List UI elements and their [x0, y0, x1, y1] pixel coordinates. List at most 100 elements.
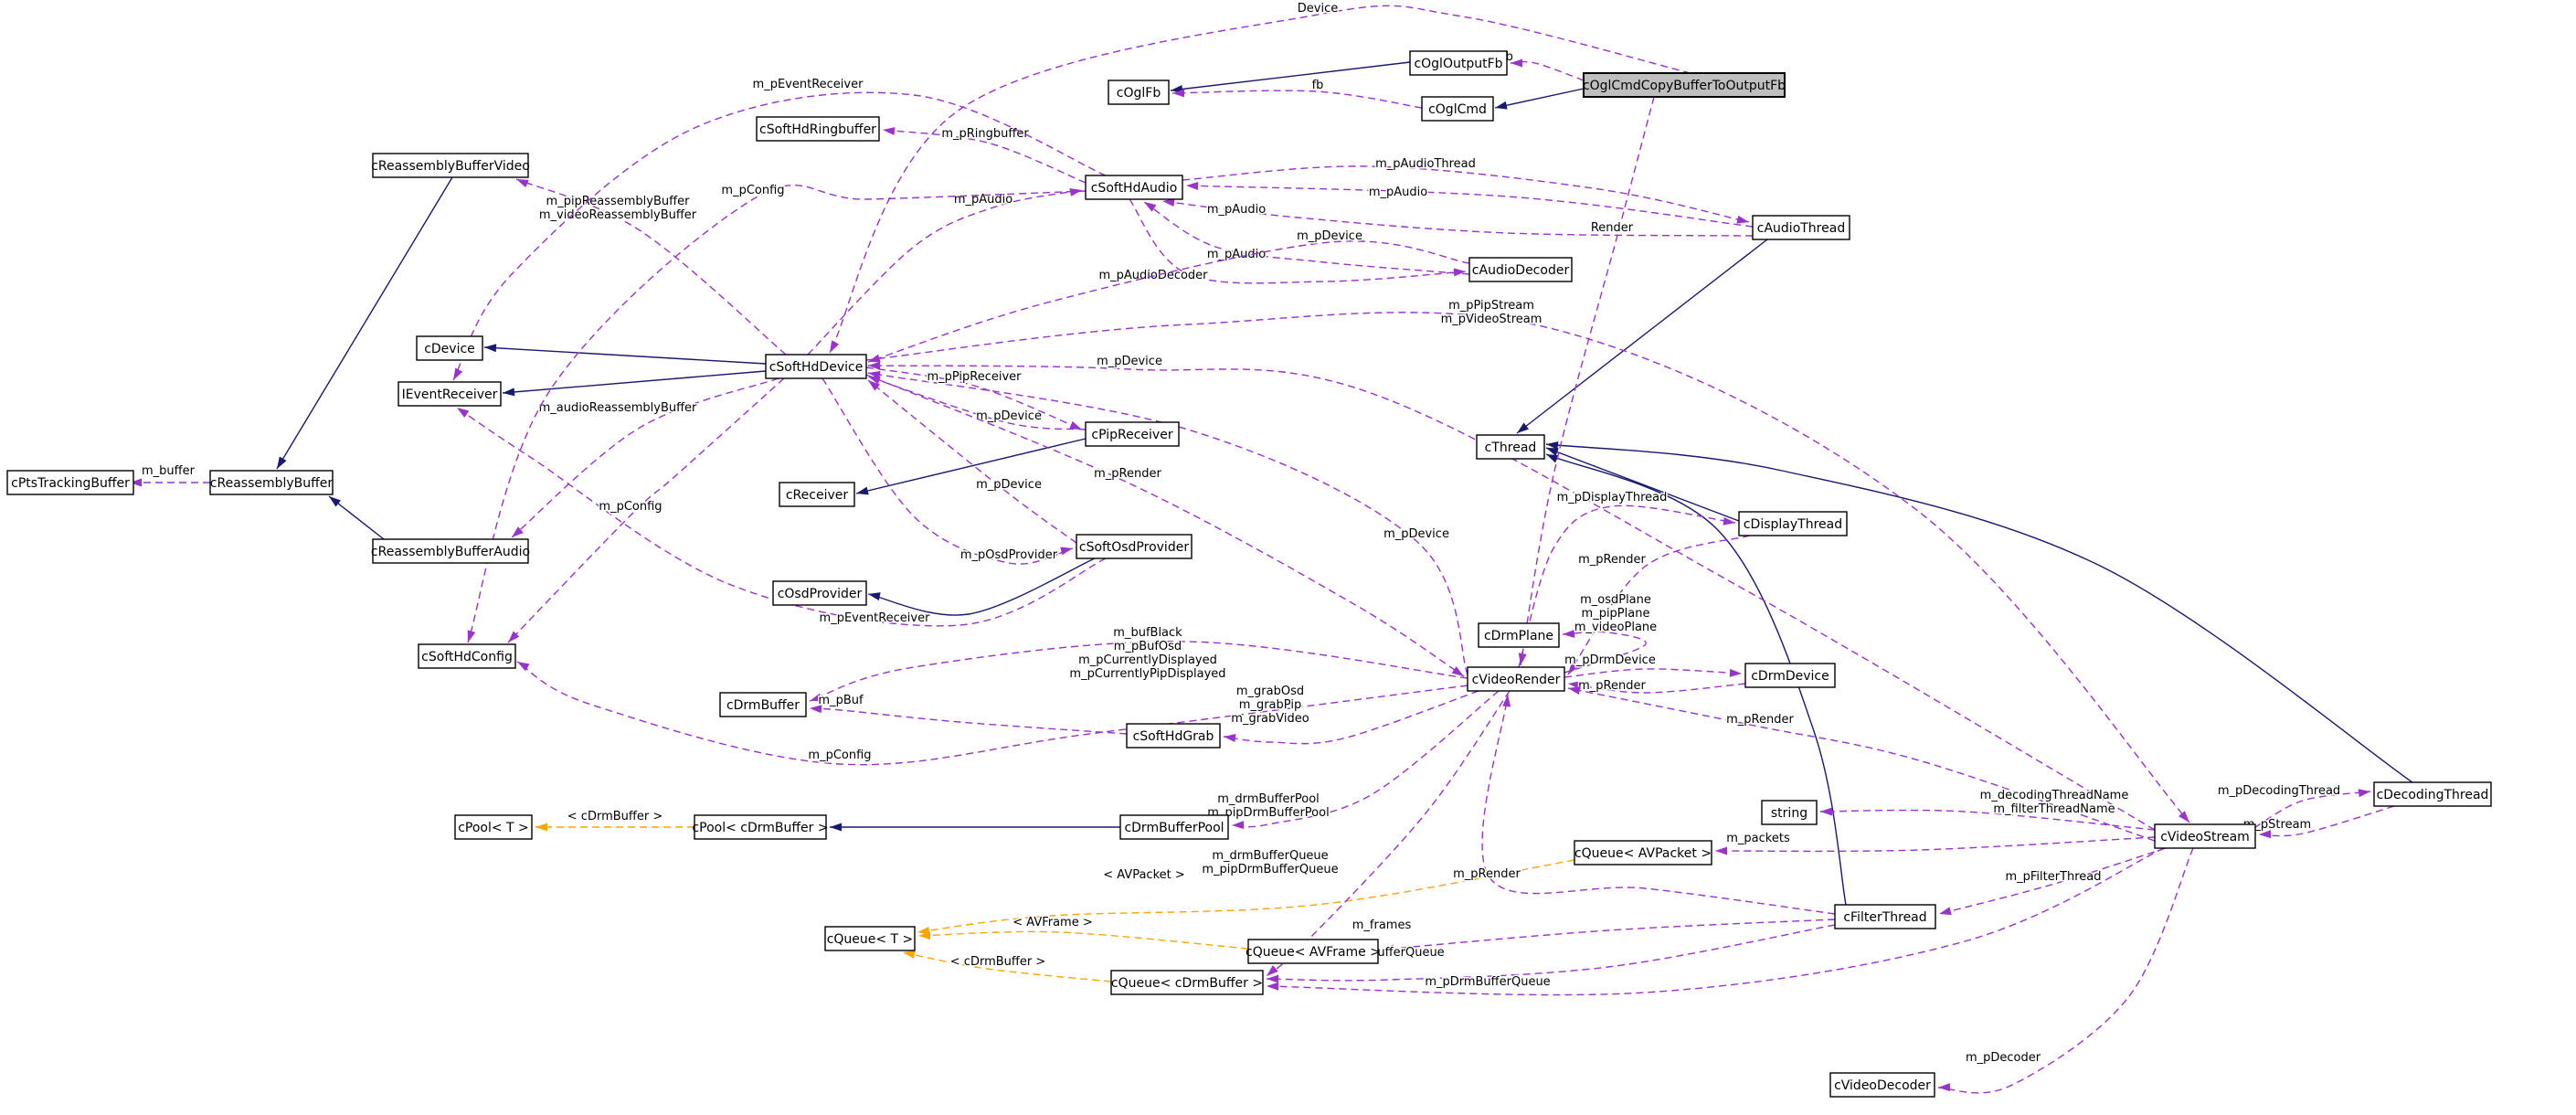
class-box[interactable]: [1744, 663, 1836, 688]
class-node-string[interactable]: string: [1761, 800, 1818, 825]
class-node-cAudioDecoder[interactable]: cAudioDecoder: [1468, 257, 1573, 282]
class-box[interactable]: [209, 470, 334, 495]
class-node-cSoftHdDevice[interactable]: cSoftHdDevice: [765, 354, 867, 379]
class-node-cVideoRender[interactable]: cVideoRender: [1467, 666, 1565, 692]
usage-edge: [456, 407, 1107, 627]
class-name-label: cQueue< T >: [827, 932, 914, 947]
usage-edge: [1714, 836, 2156, 853]
class-box[interactable]: [1468, 257, 1573, 282]
class-node-cSoftHdAudio[interactable]: cSoftHdAudio: [1085, 175, 1183, 200]
selected-class-box[interactable]: [1583, 72, 1786, 98]
class-node-cPipReceiver[interactable]: cPipReceiver: [1085, 421, 1180, 447]
class-box[interactable]: [1761, 800, 1818, 825]
class-node-cReassemblyBuffer[interactable]: cReassemblyBuffer: [209, 470, 334, 495]
class-node-cPoolT[interactable]: cPool< T >: [454, 814, 533, 840]
class-name-label: cReassemblyBufferVideo: [371, 159, 530, 174]
arrowhead-icon: [535, 823, 547, 832]
arrowhead-icon: [1563, 629, 1575, 638]
class-node-IEventReceiver[interactable]: IEventReceiver: [398, 381, 502, 407]
class-box[interactable]: [765, 354, 867, 379]
class-node-cVideoStream[interactable]: cVideoStream: [2154, 823, 2256, 849]
class-box[interactable]: [2373, 781, 2492, 807]
class-node-cSoftHdConfig[interactable]: cSoftHdConfig: [418, 643, 516, 669]
edge-label: m_pFilterThread: [2005, 870, 2101, 884]
class-box[interactable]: [694, 814, 827, 840]
class-box[interactable]: [6, 470, 134, 495]
class-box[interactable]: [416, 335, 483, 361]
edge-label: m_pPipReceiver: [927, 370, 1022, 384]
class-box[interactable]: [1409, 50, 1508, 76]
edge-label: m_pDrmBufferQueue: [1425, 975, 1550, 989]
class-box[interactable]: [1108, 80, 1170, 105]
class-box[interactable]: [372, 538, 529, 564]
class-node-cReassemblyBufferVideo[interactable]: cReassemblyBufferVideo: [371, 153, 530, 178]
class-box[interactable]: [1738, 511, 1848, 536]
class-box[interactable]: [2154, 823, 2256, 849]
class-box[interactable]: [1085, 421, 1180, 447]
class-node-cOglCmdCopyBufferToOutputFb[interactable]: cOglCmdCopyBufferToOutputFb: [1583, 72, 1786, 98]
class-box[interactable]: [1247, 939, 1379, 964]
class-box[interactable]: [1119, 814, 1229, 840]
class-node-cQueuecDrmBuffer[interactable]: cQueue< cDrmBuffer >: [1110, 970, 1264, 995]
class-box[interactable]: [1574, 840, 1712, 865]
class-box[interactable]: [1421, 96, 1494, 122]
class-node-cQueueT[interactable]: cQueue< T >: [824, 926, 916, 951]
usage-edge: [882, 129, 1087, 184]
class-node-cOsdProvider[interactable]: cOsdProvider: [772, 580, 867, 606]
arrowhead-icon: [868, 376, 881, 385]
class-box[interactable]: [1110, 970, 1264, 995]
class-node-cDrmBufferPool[interactable]: cDrmBufferPool: [1119, 814, 1229, 840]
class-box[interactable]: [719, 692, 807, 717]
class-node-cPtsTrackingBuffer[interactable]: cPtsTrackingBuffer: [6, 470, 134, 495]
class-node-cOglFb[interactable]: cOglFb: [1108, 80, 1170, 105]
usage-edge: [865, 374, 1465, 677]
class-box[interactable]: [1085, 175, 1183, 200]
class-box[interactable]: [1467, 666, 1565, 692]
class-node-cDrmDevice[interactable]: cDrmDevice: [1744, 663, 1836, 688]
class-node-cReceiver[interactable]: cReceiver: [779, 482, 855, 507]
class-node-cDrmBuffer[interactable]: cDrmBuffer: [719, 692, 807, 717]
class-box[interactable]: [756, 116, 880, 142]
class-node-cDevice[interactable]: cDevice: [416, 335, 483, 361]
class-box[interactable]: [1478, 622, 1560, 648]
class-node-cSoftHdGrab[interactable]: cSoftHdGrab: [1126, 723, 1221, 749]
class-box[interactable]: [824, 926, 916, 951]
class-box[interactable]: [1752, 215, 1850, 240]
class-name-label: IEventReceiver: [402, 388, 498, 402]
class-box[interactable]: [1476, 434, 1545, 460]
class-node-cDecodingThread[interactable]: cDecodingThread: [2373, 781, 2492, 807]
class-node-cFilterThread[interactable]: cFilterThread: [1834, 904, 1936, 929]
usage-edge: [1567, 535, 1751, 675]
class-node-cQueueAVPacket[interactable]: cQueue< AVPacket >: [1574, 840, 1712, 865]
class-node-cAudioThread[interactable]: cAudioThread: [1752, 215, 1850, 240]
class-node-cOglCmd[interactable]: cOglCmd: [1421, 96, 1494, 122]
class-name-label: cSoftHdConfig: [421, 650, 513, 664]
class-box[interactable]: [1076, 534, 1193, 559]
class-box[interactable]: [1834, 904, 1936, 929]
class-node-cSoftHdRingbuffer[interactable]: cSoftHdRingbuffer: [756, 116, 880, 142]
class-box[interactable]: [454, 814, 533, 840]
class-box[interactable]: [372, 153, 529, 178]
class-node-cThread[interactable]: cThread: [1476, 434, 1545, 460]
class-box[interactable]: [1829, 1072, 1935, 1098]
class-node-cVideoDecoder[interactable]: cVideoDecoder: [1829, 1072, 1935, 1098]
class-name-label: cReceiver: [786, 488, 849, 503]
class-node-cDisplayThread[interactable]: cDisplayThread: [1738, 511, 1848, 536]
class-box[interactable]: [398, 381, 502, 407]
class-box[interactable]: [779, 482, 855, 507]
edge-label: m_packets: [1726, 832, 1790, 845]
class-node-cDrmPlane[interactable]: cDrmPlane: [1478, 622, 1560, 648]
edge-label: m_pDevice: [976, 478, 1042, 492]
edge-label: m_pEventReceiver: [753, 78, 864, 91]
class-box[interactable]: [772, 580, 867, 606]
usage-edge: [1562, 631, 1647, 674]
class-node-cOglOutputFb[interactable]: cOglOutputFb: [1409, 50, 1508, 76]
class-box[interactable]: [1126, 723, 1221, 749]
class-node-cSoftOsdProvider[interactable]: cSoftOsdProvider: [1076, 534, 1193, 559]
arrowhead-icon: [810, 705, 822, 714]
class-box[interactable]: [418, 643, 516, 669]
class-name-label: cOsdProvider: [778, 587, 863, 601]
class-node-cPoolcDrmBuffer[interactable]: cPool< cDrmBuffer >: [692, 814, 829, 840]
class-node-cReassemblyBufferAudio[interactable]: cReassemblyBufferAudio: [371, 538, 530, 564]
class-node-cQueueAVFrame[interactable]: cQueue< AVFrame >: [1246, 939, 1381, 964]
